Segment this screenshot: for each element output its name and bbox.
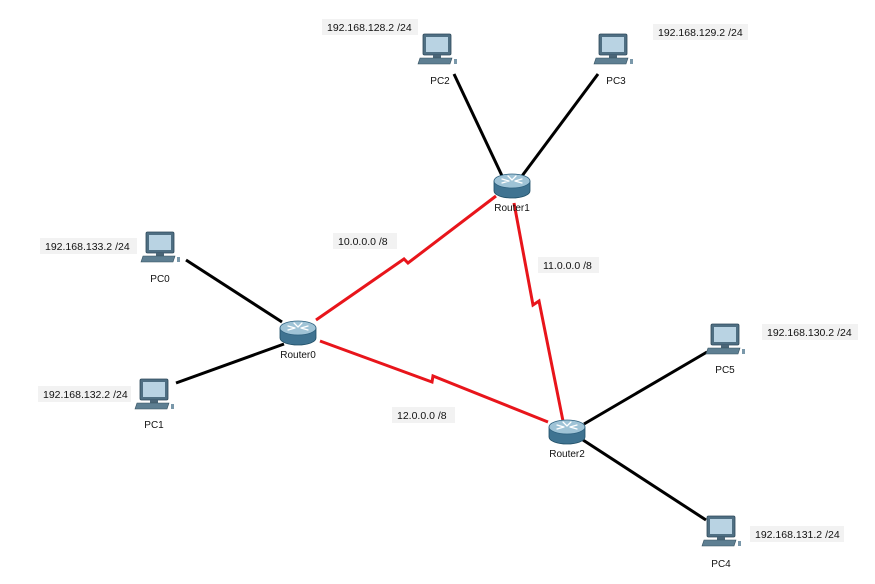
pc0[interactable]: PC0	[140, 231, 180, 285]
ip-label-pc0: 192.168.133.2 /24	[40, 238, 137, 254]
ip-address: 192.168.133.2 /24	[45, 241, 130, 253]
pc1[interactable]: PC1	[134, 378, 174, 431]
network-label-link-r0-r2: 12.0.0.0 /8	[392, 407, 455, 423]
label-background	[750, 526, 844, 542]
router1[interactable]: Router1	[493, 173, 531, 214]
ip-labels-layer: 10.0.0.0 /8 11.0.0.0 /8 12.0.0.0 /8 192.168…	[38, 19, 858, 542]
network-label-link-r1-r2: 11.0.0.0 /8	[538, 257, 599, 273]
pc5[interactable]: PC5	[705, 323, 745, 376]
label-background	[322, 19, 418, 35]
label-background	[392, 407, 455, 423]
label-background	[38, 386, 131, 402]
router2[interactable]: Router2	[548, 419, 586, 460]
router-icon	[279, 320, 317, 346]
label-background	[40, 238, 137, 254]
ethernet-link-router2-pc5[interactable]	[583, 350, 708, 426]
pc-icon	[134, 378, 174, 410]
links-layer	[175, 73, 708, 522]
router-icon	[548, 419, 586, 445]
label-background	[762, 324, 858, 340]
pc-icon	[705, 323, 745, 355]
label-background	[333, 233, 397, 249]
ip-label-pc5: 192.168.130.2 /24	[762, 324, 858, 340]
device-label: PC5	[715, 365, 735, 376]
network-address: 11.0.0.0 /8	[543, 260, 592, 272]
serial-link-r1-r2[interactable]	[512, 202, 565, 422]
serial-link-r0-r1[interactable]	[315, 194, 497, 322]
ethernet-link-router0-pc0[interactable]	[185, 258, 283, 324]
device-label: PC2	[430, 76, 450, 87]
router-icon	[493, 173, 531, 199]
ip-address: 192.168.131.2 /24	[755, 529, 840, 541]
ip-label-pc4: 192.168.131.2 /24	[750, 526, 844, 542]
device-label: PC1	[144, 420, 164, 431]
ip-address: 192.168.132.2 /24	[43, 389, 128, 401]
ethernet-link-router0-pc1[interactable]	[175, 342, 285, 385]
pc-icon	[593, 33, 633, 65]
ethernet-link-router2-pc4[interactable]	[582, 438, 707, 522]
pc-icon	[701, 515, 741, 547]
device-label: Router1	[494, 203, 530, 214]
router0[interactable]: Router0	[279, 320, 317, 361]
ethernet-link-router1-pc3[interactable]	[517, 73, 600, 181]
ethernet-link-router1-pc2[interactable]	[452, 73, 506, 181]
device-label: PC3	[606, 76, 626, 87]
ip-address: 192.168.130.2 /24	[767, 327, 852, 339]
label-background	[538, 257, 599, 273]
device-label: PC4	[711, 559, 731, 570]
network-address: 10.0.0.0 /8	[338, 236, 388, 248]
pc-icon	[140, 231, 180, 263]
pc3[interactable]: PC3	[593, 33, 633, 87]
network-address: 12.0.0.0 /8	[397, 410, 447, 422]
network-label-link-r0-r1: 10.0.0.0 /8	[333, 233, 397, 249]
device-label: Router0	[280, 350, 316, 361]
pc2[interactable]: PC2	[417, 33, 457, 87]
pc-icon	[417, 33, 457, 65]
pc4[interactable]: PC4	[701, 515, 741, 570]
ip-label-pc2: 192.168.128.2 /24	[322, 19, 418, 35]
ip-address: 192.168.128.2 /24	[327, 22, 412, 34]
label-background	[653, 24, 748, 40]
ip-label-pc3: 192.168.129.2 /24	[653, 24, 748, 40]
device-label: PC0	[150, 274, 170, 285]
ip-label-pc1: 192.168.132.2 /24	[38, 386, 131, 402]
ip-address: 192.168.129.2 /24	[658, 27, 743, 39]
serial-link-r0-r2[interactable]	[319, 339, 549, 424]
device-label: Router2	[549, 449, 585, 460]
